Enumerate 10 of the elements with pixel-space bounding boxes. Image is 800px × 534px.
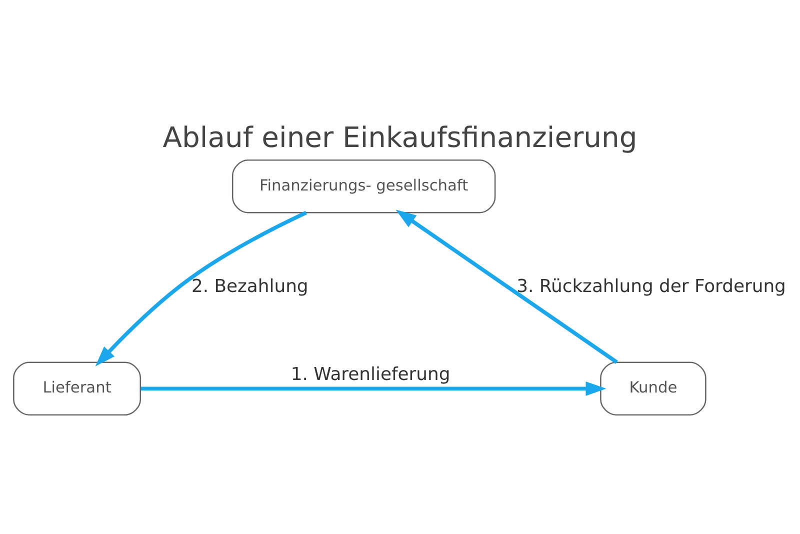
arrow <box>95 210 308 366</box>
edge-label: 1. Warenlieferung <box>290 364 450 385</box>
diagram-title: Ablauf einer Einkaufsfinanzierung <box>162 120 638 154</box>
edge-label: 3. Rückzahlung der Forderung <box>516 276 786 298</box>
node-box: Lieferant <box>13 362 142 416</box>
node-box: Kunde <box>600 362 706 416</box>
arrow <box>140 381 606 396</box>
arrow <box>396 210 618 364</box>
node-box: Finanzierungs- gesellschaft <box>232 159 496 214</box>
edge-label: 2. Bezahlung <box>191 276 308 298</box>
